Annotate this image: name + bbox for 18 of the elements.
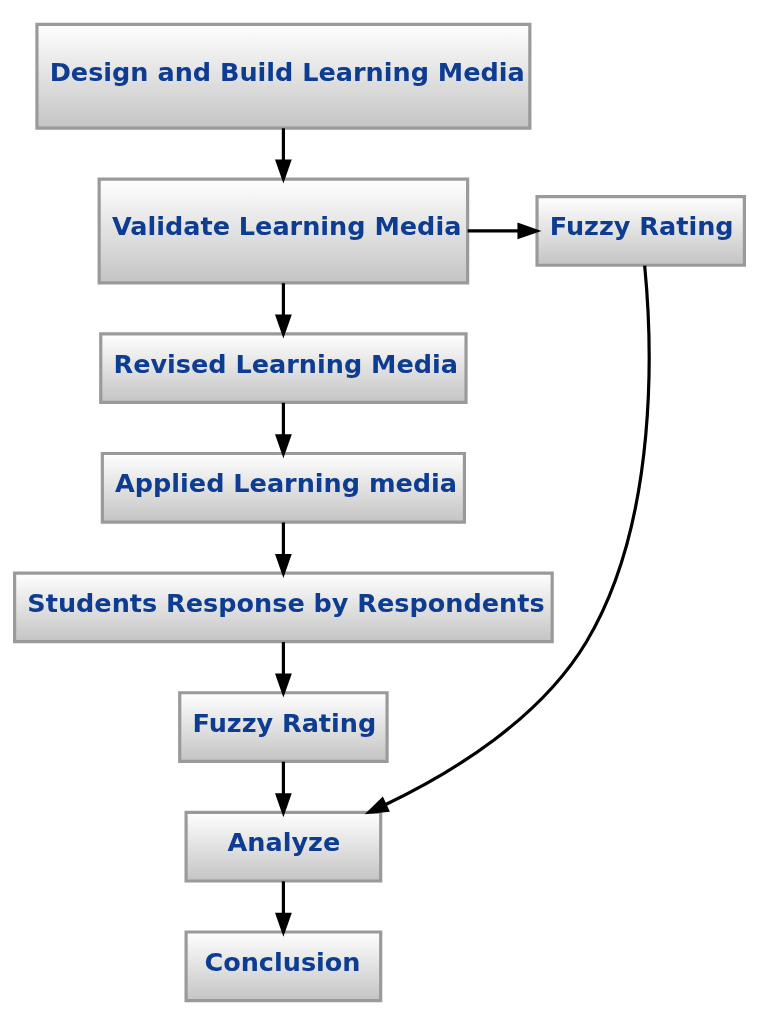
node-box: Students Response by Respondents	[13, 571, 554, 643]
node-box: Validate Learning Media	[97, 177, 470, 284]
node-box: Applied Learning media	[100, 451, 467, 524]
arrow	[364, 265, 651, 814]
arrow	[275, 521, 292, 578]
node-box: Analyze	[184, 810, 383, 883]
arrow	[275, 761, 292, 817]
arrow	[275, 127, 292, 183]
node-box: Fuzzy Rating	[178, 690, 389, 763]
arrow	[275, 880, 292, 937]
node-box: Revised Learning Media	[99, 331, 468, 404]
arrow	[275, 402, 292, 458]
node-box: Fuzzy Rating	[535, 194, 746, 267]
arrow	[275, 641, 292, 698]
node-box: Conclusion	[184, 929, 383, 1002]
arrow	[467, 222, 542, 239]
node-box: Design and Build Learning Media	[35, 22, 532, 130]
arrow	[275, 282, 292, 338]
